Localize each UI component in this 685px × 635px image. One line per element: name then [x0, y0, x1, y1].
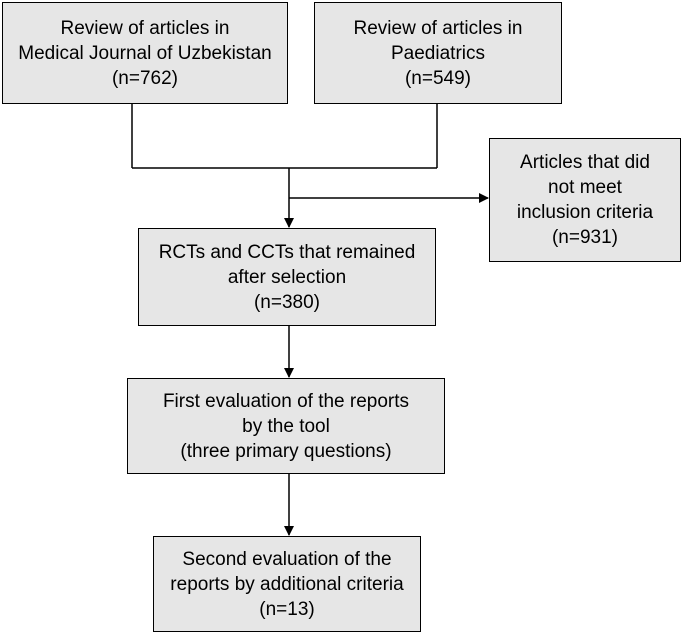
box-count: (n=549) — [404, 67, 472, 89]
box-text-line: Second evaluation of the — [182, 548, 392, 570]
box-count: (n=13) — [259, 598, 315, 620]
box-medical-journal-uzbekistan: Review of articles in Medical Journal of… — [2, 2, 288, 104]
box-text-line: RCTs and CCTs that remained — [158, 241, 416, 263]
box-text-line: Review of articles in — [60, 17, 230, 39]
box-second-evaluation: Second evaluation of the reports by addi… — [153, 536, 421, 632]
box-text-line: First evaluation of the reports — [162, 390, 410, 412]
box-rcts-remaining: RCTs and CCTs that remained after select… — [138, 228, 436, 326]
box-paediatrics: Review of articles in Paediatrics (n=549… — [314, 2, 562, 104]
box-text-line: after selection — [227, 266, 347, 288]
box-excluded-articles: Articles that did not meet inclusion cri… — [489, 138, 681, 262]
box-text-line: reports by additional criteria — [170, 573, 404, 595]
box-text-line: not meet — [548, 177, 622, 198]
box-count: (n=380) — [253, 291, 321, 313]
box-text-line: inclusion criteria — [516, 202, 654, 223]
box-count: (n=931) — [551, 227, 619, 248]
box-text-line: (three primary questions) — [180, 440, 392, 462]
box-text-line: Articles that did — [520, 152, 650, 173]
box-text-line: Medical Journal of Uzbekistan — [18, 42, 272, 64]
box-first-evaluation: First evaluation of the reports by the t… — [127, 378, 445, 474]
box-text-line: by the tool — [242, 415, 330, 437]
box-text-line: Review of articles in — [353, 17, 523, 39]
box-text-line: Paediatrics — [391, 42, 485, 64]
box-count: (n=762) — [111, 67, 179, 89]
